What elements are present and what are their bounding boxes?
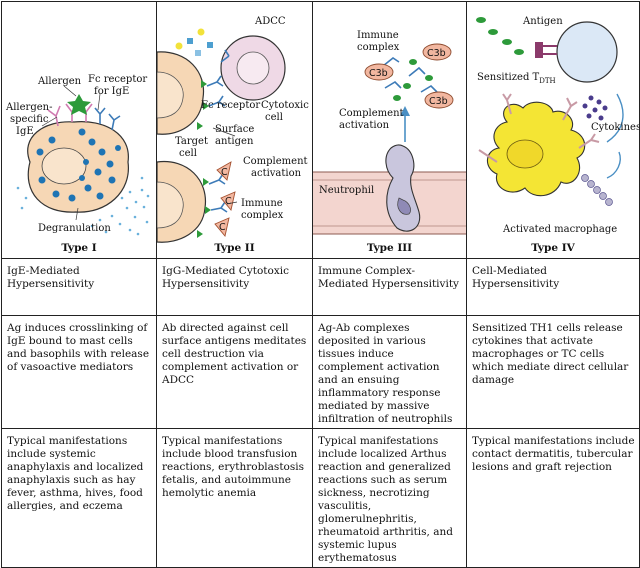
adcc-particles bbox=[175, 28, 213, 56]
fc-receptors bbox=[94, 107, 121, 131]
allergen-specific-label-2: specific bbox=[10, 114, 49, 125]
type2-description: Ab directed against cell surface antigen… bbox=[156, 315, 313, 429]
cytokine-dots bbox=[582, 95, 608, 121]
fc-receptor-label-2: for IgE bbox=[94, 86, 129, 97]
cytotoxic-label-2: cell bbox=[265, 112, 283, 123]
released-mediators bbox=[16, 176, 150, 236]
type2-manifestations: Typical manifestations include blood tra… bbox=[156, 428, 313, 568]
immune-complex-label-1: Immune bbox=[241, 198, 283, 209]
type3-diagram: C3b C3b C3b Immune complex Complement ac… bbox=[312, 1, 467, 259]
antibodies bbox=[206, 49, 230, 213]
type4-name: Cell-Mediated Hypersensitivity bbox=[466, 258, 640, 316]
manifestations-row: Typical manifestations include systemic … bbox=[1, 428, 640, 568]
type3-label: Type III bbox=[366, 242, 413, 254]
type1-diagram: Allergen Fc receptor for IgE Allergen- s… bbox=[1, 1, 157, 259]
c-marker-1: C bbox=[221, 167, 228, 178]
fc-receptor-label: Fc receptor bbox=[201, 100, 260, 111]
complement-label-1: Complement bbox=[243, 156, 308, 167]
type2-label: Type II bbox=[214, 242, 255, 254]
type1-manifestations: Typical manifestations include systemic … bbox=[1, 428, 157, 568]
type4-diagram: Antigen Sensitized TDTH Cytokines Activa… bbox=[466, 1, 640, 259]
complement-markers bbox=[214, 161, 236, 237]
t-dth-cell bbox=[556, 21, 618, 83]
type3-description: Ag-Ab complexes deposited in various tis… bbox=[312, 315, 467, 429]
granules bbox=[36, 128, 121, 202]
surface-label-1: Surface bbox=[215, 124, 254, 135]
mast-cell-nucleus bbox=[41, 147, 87, 185]
antigen-particles bbox=[476, 17, 524, 55]
c3b-label-3: C3b bbox=[429, 96, 448, 107]
type2-name: IgG-Mediated Cytotoxic Hypersensitivity bbox=[156, 258, 313, 316]
immune-complex-group bbox=[364, 43, 454, 109]
immune-complex-label-1: Immune bbox=[357, 30, 399, 41]
type3-illustration: C3b C3b C3b Immune complex Complement ac… bbox=[313, 30, 466, 235]
allergen-specific-label-1: Allergen- bbox=[5, 102, 52, 113]
cytotoxic-label-1: Cytotoxic bbox=[261, 100, 309, 111]
name-row: IgE-Mediated Hypersensitivity IgG-Mediat… bbox=[1, 258, 640, 316]
type3-name: Immune Complex-Mediated Hypersensitivity bbox=[312, 258, 467, 316]
c3b-label-1: C3b bbox=[427, 48, 446, 59]
c3b-label-2: C3b bbox=[369, 68, 388, 79]
sensitized-label: Sensitized TDTH bbox=[477, 72, 556, 85]
neutrophil-cell bbox=[385, 144, 421, 232]
diagram-row: Allergen Fc receptor for IgE Allergen- s… bbox=[1, 1, 640, 259]
complement-label-2: activation bbox=[251, 168, 302, 179]
immune-complex-label-2: complex bbox=[357, 42, 400, 53]
cytokine-receptors bbox=[478, 93, 600, 163]
c-marker-2: C bbox=[225, 196, 232, 207]
type4-illustration: Antigen Sensitized TDTH Cytokines Activa… bbox=[476, 16, 640, 235]
type4-manifestations: Typical manifestations include contact d… bbox=[466, 428, 640, 568]
type3-manifestations: Typical manifestations include localized… bbox=[312, 428, 467, 568]
type1-illustration: Allergen Fc receptor for IgE Allergen- s… bbox=[5, 74, 150, 236]
tcr-receptor bbox=[543, 45, 557, 55]
activated-macrophage-label: Activated macrophage bbox=[502, 224, 617, 235]
cytokine-chain bbox=[581, 174, 613, 206]
immune-complex-label-2: complex bbox=[241, 210, 284, 221]
cytokines-label: Cytokines bbox=[591, 122, 640, 133]
adcc-label: ADCC bbox=[254, 16, 286, 27]
surface-label-2: antigen bbox=[215, 136, 254, 147]
description-row: Ag induces crosslinking of IgE bound to … bbox=[1, 315, 640, 429]
allergen-icon bbox=[67, 94, 91, 115]
type2-illustration: C C C ADCC Fc receptor Cytotoxic cell Ta… bbox=[157, 16, 309, 243]
c-marker-3: C bbox=[219, 222, 226, 233]
target-label-1: Target bbox=[175, 136, 208, 147]
type1-description: Ag induces crosslinking of IgE bound to … bbox=[1, 315, 157, 429]
type4-description: Sensitized TH1 cells release cytokines t… bbox=[466, 315, 640, 429]
surface-antigens bbox=[197, 80, 211, 238]
neutrophil-label: Neutrophil bbox=[319, 185, 374, 196]
fc-receptor-label-1: Fc receptor bbox=[88, 74, 147, 85]
target-label-2: cell bbox=[179, 148, 197, 159]
type2-diagram: C C C ADCC Fc receptor Cytotoxic cell Ta… bbox=[156, 1, 313, 259]
type1-name: IgE-Mediated Hypersensitivity bbox=[1, 258, 157, 316]
complement-label-2: activation bbox=[339, 120, 390, 131]
degranulation-label: Degranulation bbox=[38, 223, 111, 234]
allergen-label: Allergen bbox=[37, 76, 82, 87]
type1-label: Type I bbox=[61, 242, 97, 254]
allergen-specific-label-3: IgE bbox=[16, 126, 34, 137]
type4-label: Type IV bbox=[531, 242, 575, 254]
antigen-label: Antigen bbox=[522, 16, 563, 27]
complement-label-1: Complement bbox=[339, 108, 404, 119]
